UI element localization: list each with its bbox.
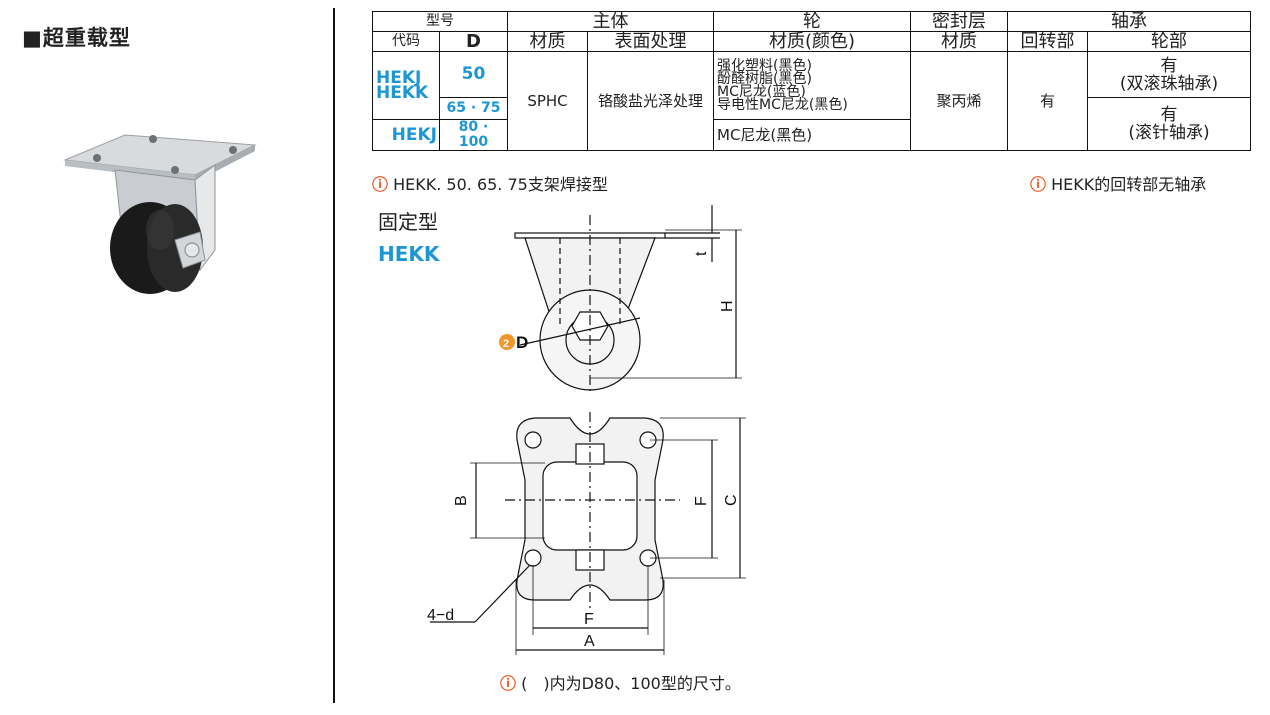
d-value-80100: 80 · 100 (439, 119, 508, 151)
dim-holes: 4−d (427, 607, 454, 624)
warning-icon: ⓘ (372, 175, 389, 194)
nut-side (571, 311, 609, 341)
note-right-text: HEKK的回转部无轴承 (1051, 175, 1207, 194)
dim-b: B (453, 495, 470, 506)
code-cell-a: HEKJ HEKK (372, 51, 440, 120)
note-right: ⓘ HEKK的回转部无轴承 (1030, 171, 1206, 195)
header-bearing: 轴承 (1007, 11, 1251, 32)
warning-icon: ⓘ (500, 674, 517, 693)
bearing-2a: 有 (1160, 105, 1178, 125)
dim-h: H (719, 300, 736, 312)
dim-t: t (693, 251, 710, 256)
dim-c: C (723, 494, 740, 506)
note-bottom-text: ( )内为D80、100型的尺寸。 (521, 674, 741, 693)
warning-icon: ⓘ (1030, 175, 1047, 194)
wheel-mat-3: MC尼龙(蓝色) (717, 83, 806, 100)
bearing-2b: (滚针轴承) (1128, 123, 1210, 143)
seal-material: 聚丙烯 (910, 51, 1008, 151)
code-hekj-b: HEKJ (372, 119, 440, 151)
bearing-1a: 有 (1160, 55, 1178, 76)
fixed-type-label: 固定型 (378, 210, 438, 234)
header-seal: 密封层 (910, 11, 1008, 32)
code-hekj: HEKJ (376, 67, 422, 88)
dim-a: A (584, 633, 595, 650)
d-value-50: 50 (439, 51, 508, 98)
wheel-mat-4: 导电性MC尼龙(黑色) (717, 96, 848, 113)
dim-d-num: 2 (503, 338, 509, 350)
header-code: 代码 (372, 31, 440, 52)
caster-photo (63, 134, 257, 294)
model-label: HEKK (378, 242, 440, 266)
note-bottom: ⓘ ( )内为D80、100型的尺寸。 (500, 670, 741, 694)
dim-f-bottom: F (584, 611, 594, 628)
divider-line (333, 8, 335, 703)
body-material: SPHC (507, 51, 588, 151)
code-hekk: HEKK (376, 82, 429, 103)
note-left-text: HEKK. 50. 65. 75支架焊接型 (393, 175, 608, 194)
dim-d: D (516, 333, 528, 352)
bearing-1b: (双滚珠轴承) (1119, 73, 1219, 94)
header-wheel-material: 材质(颜色) (713, 31, 911, 52)
header-surface: 表面处理 (587, 31, 714, 52)
wheel-mat-1: 强化塑料(黑色) (717, 57, 812, 74)
dim-f-side: F (693, 496, 710, 506)
section-title: ■超重载型 (22, 26, 131, 50)
wheel-mat-2: 酚醛树脂(黑色) (717, 70, 812, 87)
bearing-cell-2: 有 (滚针轴承) (1087, 97, 1251, 151)
note-left: ⓘ HEKK. 50. 65. 75支架焊接型 (372, 171, 608, 195)
wheel-materials: 强化塑料(黑色) 酚醛树脂(黑色) MC尼龙(蓝色) 导电性MC尼龙(黑色) (713, 51, 911, 120)
header-body: 主体 (507, 11, 714, 32)
wheel-mat-5: MC尼龙(黑色) (713, 119, 911, 151)
spec-table: 型号 主体 轮 密封层 轴承 代码 D 材质 表面处理 材质(颜色) 材质 回转… (372, 11, 1251, 151)
surface-treatment: 铬酸盐光泽处理 (587, 51, 714, 151)
